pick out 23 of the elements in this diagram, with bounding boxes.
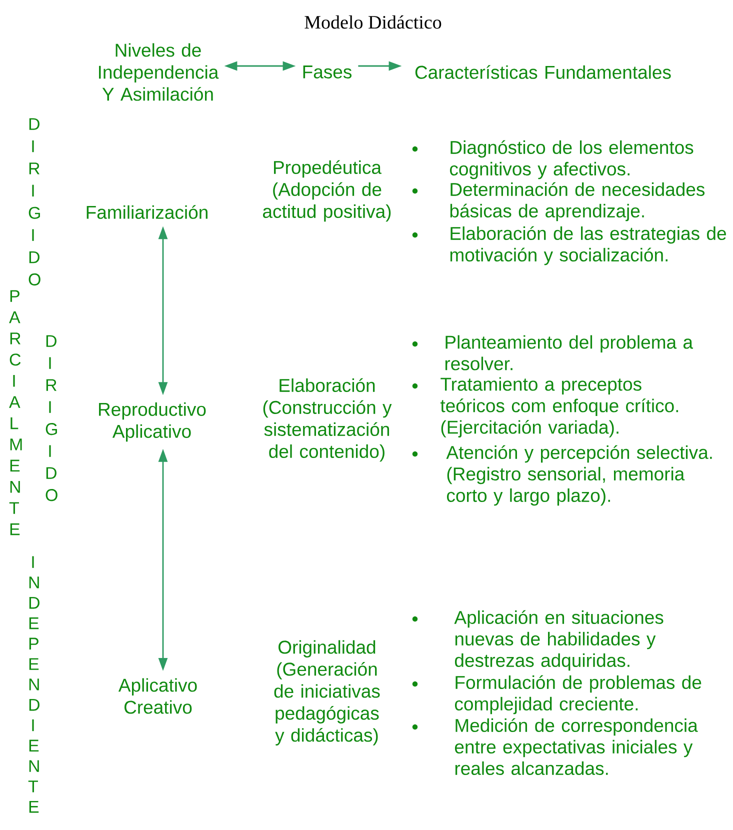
phase-label: Propedéutica (Adopción de actitud positiva) [263, 160, 391, 222]
level-label: Reproductivo Aplicativo [99, 402, 206, 442]
bullet-text: Diagnóstico de los elementos cognitivos y afectivos. [450, 140, 694, 180]
vertical-text: INDEPENDIENTE [28, 556, 40, 813]
bullet-text: Aplicación en situaciones nuevas de habilidades y destrezas adquiridas. [454, 610, 664, 671]
bullet-text: Tratamiento a preceptos teóricos com enfoque crítico. (Ejercitación variada). [440, 377, 678, 438]
bullet-text: Planteamiento del problema a resolver. [445, 335, 693, 370]
level-label: Características Fundamentales [415, 65, 671, 79]
vertical-text: DIRIGIDO [46, 335, 58, 502]
phase-label: Originalidad (Generación de iniciativas pedagógicas y didácticas) [274, 640, 380, 746]
level-label: Familiarización [86, 205, 208, 219]
level-label: Fases [303, 66, 352, 78]
title: Modelo Didáctico [304, 15, 442, 29]
level-label: Aplicativo Creativo [118, 678, 197, 714]
level-label: Niveles de Independencia Y Asimilación [99, 43, 219, 101]
phase-label: Elaboración (Construcción y sistematización del contenido) [263, 378, 392, 462]
bullet-text: Elaboración de las estrategias de motivación y socialización. [450, 226, 726, 266]
vertical-text: DIRIGIDO [28, 118, 40, 286]
bullet-text: Medición de correspondencia entre expectativas iniciales y reales alcanzadas. [454, 718, 698, 776]
bullet-text: Determinación de necesidades básicas de aprendizaje. [450, 182, 705, 222]
vertical-text: PARCIALMENTE [9, 290, 22, 536]
bullet-text: Formulación de problemas de complejidad creciente. [454, 675, 702, 714]
bullet-text: Atención y percepción selectiva. (Registro sensorial, memoria corto y largo plazo). [446, 445, 712, 506]
